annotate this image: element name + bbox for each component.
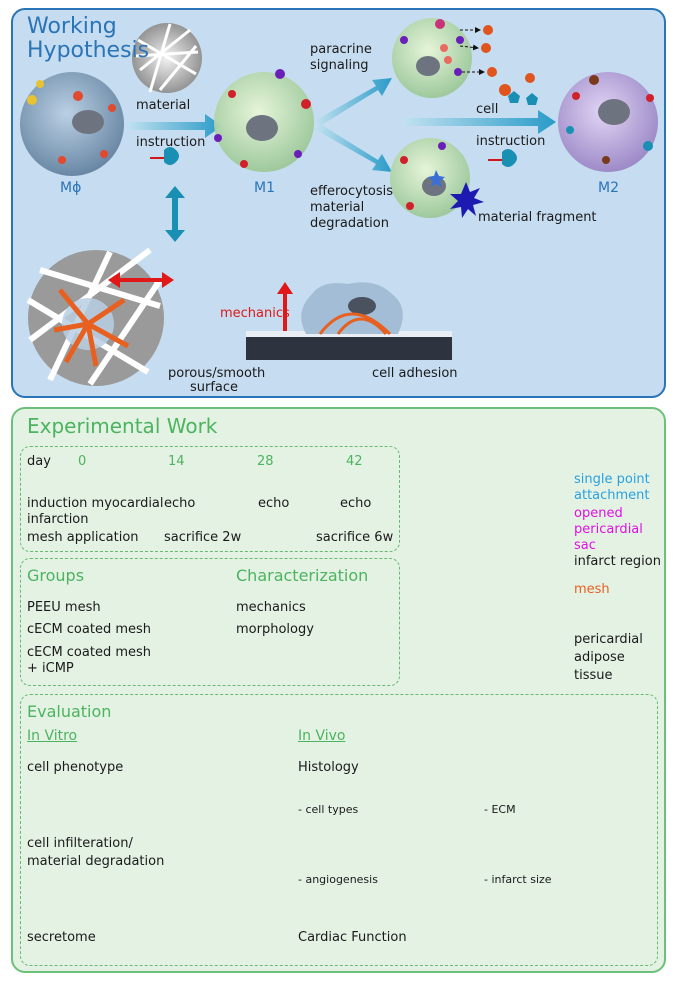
day42-sacrifice: sacrifice 6w — [316, 530, 394, 545]
day-28: 28 — [257, 454, 274, 469]
label-mesh: mesh — [574, 582, 610, 597]
day0-line2: infarction — [27, 512, 89, 527]
day28-echo: echo — [258, 496, 290, 511]
label-histology: Histology — [298, 760, 359, 775]
day42-echo: echo — [340, 496, 372, 511]
m2-cell — [558, 72, 658, 172]
label-m0: Mϕ — [60, 180, 82, 196]
secreted-factors — [499, 73, 538, 105]
day-42: 42 — [346, 454, 363, 469]
material-swatch — [132, 23, 202, 93]
label-instruction-2: instruction — [476, 134, 546, 149]
day0-line3: mesh application — [27, 530, 139, 545]
label-adipose-3: tissue — [574, 668, 613, 683]
label-cell: cell — [476, 102, 499, 117]
label-infiltration-1: cell infilteration/ — [27, 836, 133, 851]
label-m1: M1 — [254, 180, 275, 196]
group-cecm: cECM coated mesh — [27, 622, 152, 637]
evaluation-title: Evaluation — [27, 702, 112, 721]
m0-cell — [20, 72, 124, 176]
label-material-fragment: material fragment — [478, 210, 597, 225]
experimental-work-panel — [11, 407, 666, 973]
label-efferocytosis-1: efferocytosis — [310, 184, 394, 199]
label-mechanics: mechanics — [220, 306, 290, 321]
instruction-molecule-2 — [488, 149, 517, 167]
day0-line1: induction myocardial — [27, 496, 164, 511]
label-angiogenesis: - angiogenesis — [298, 873, 378, 886]
label-cell-phenotype: cell phenotype — [27, 760, 124, 775]
label-infiltration-2: material degradation — [27, 854, 165, 869]
label-porous-1: porous/smooth — [168, 366, 266, 381]
label-infarct-size: - infarct size — [484, 873, 552, 886]
group-peeu: PEEU mesh — [27, 600, 101, 615]
in-vivo-link[interactable]: In Vivo — [298, 728, 346, 744]
char-morphology: morphology — [236, 622, 314, 637]
m1-cell — [214, 69, 314, 172]
evaluation-box — [20, 694, 658, 966]
characterization-title: Characterization — [236, 566, 369, 585]
arrow-m0-m1 — [128, 114, 222, 138]
experimental-title: Experimental Work — [27, 414, 218, 438]
label-ecm: - ECM — [484, 803, 516, 816]
porous-surface-illustration — [26, 247, 164, 386]
label-instruction: instruction — [136, 135, 206, 150]
in-vitro-link[interactable]: In Vitro — [27, 728, 78, 744]
arrow-to-efferocytosis — [316, 124, 392, 172]
paracrine-cell — [392, 18, 497, 98]
label-paracrine-2: signaling — [310, 58, 369, 73]
label-single-point-1: single point — [574, 472, 650, 487]
label-m2: M2 — [598, 180, 619, 196]
day-14: 14 — [168, 454, 185, 469]
group-cecm-icmp-2: + iCMP — [27, 661, 74, 676]
groups-title: Groups — [27, 566, 85, 585]
label-cell-types: - cell types — [298, 803, 359, 816]
label-cell-adhesion: cell adhesion — [372, 366, 458, 381]
label-day: day — [27, 454, 51, 469]
char-mechanics: mechanics — [236, 600, 306, 615]
group-cecm-icmp-1: cECM coated mesh — [27, 645, 152, 660]
instruction-molecule-1 — [150, 147, 179, 165]
label-adipose-1: pericardial — [574, 632, 643, 647]
label-efferocytosis-2: material — [310, 200, 365, 215]
label-infarct-region: infarct region — [574, 554, 661, 569]
groups-box — [20, 558, 400, 686]
vertical-teal-arrow — [165, 186, 185, 242]
arrow-to-paracrine — [316, 78, 392, 126]
red-horizontal-arrow — [108, 272, 174, 288]
label-paracrine-1: paracrine — [310, 42, 372, 57]
label-single-point-2: attachment — [574, 488, 650, 503]
label-porous-2: surface — [190, 380, 239, 395]
label-material: material — [136, 98, 191, 113]
label-secretome: secretome — [27, 930, 96, 945]
label-efferocytosis-3: degradation — [310, 216, 389, 231]
arrow-to-m2 — [405, 110, 556, 134]
hypothesis-title-line1: Working — [27, 14, 117, 39]
cell-adhesion-illustration — [246, 282, 452, 360]
day-0: 0 — [78, 454, 87, 469]
label-opened-2: pericardial — [574, 522, 643, 537]
label-opened-3: sac — [574, 538, 596, 553]
timeline-box — [20, 446, 400, 552]
day14-sacrifice: sacrifice 2w — [164, 530, 242, 545]
label-adipose-2: adipose — [574, 650, 625, 665]
label-cardiac-function: Cardiac Function — [298, 930, 407, 945]
hypothesis-title-line2: Hypothesis — [27, 38, 150, 63]
efferocytosis-cell — [390, 138, 484, 218]
label-opened-1: opened — [574, 506, 623, 521]
day14-echo: echo — [164, 496, 196, 511]
